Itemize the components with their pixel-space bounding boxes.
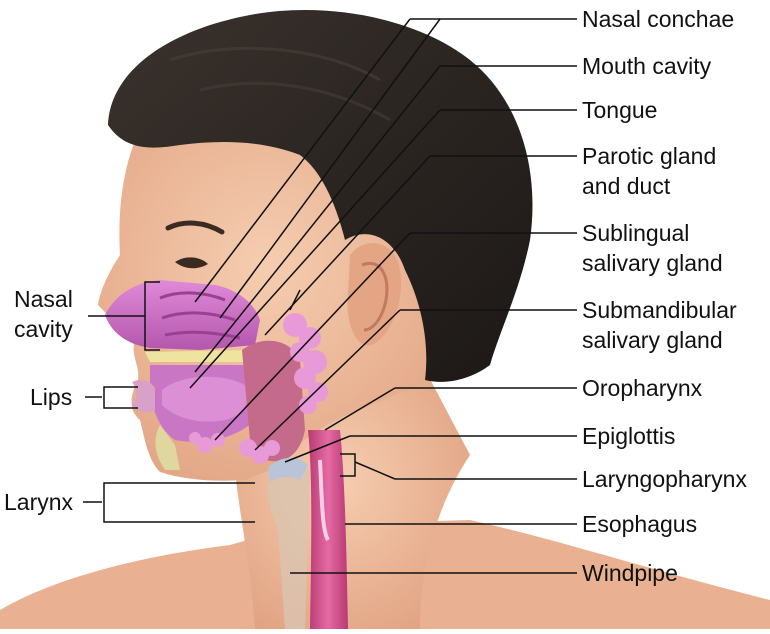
- label-nasal-cavity-line2: cavity: [14, 316, 73, 342]
- label-larynx: Larynx: [4, 489, 74, 515]
- label-oropharynx: Oropharynx: [582, 375, 703, 401]
- label-esophagus: Esophagus: [582, 511, 698, 537]
- ear: [347, 243, 402, 346]
- lips-shape: [132, 380, 155, 413]
- label-laryngopharynx: Laryngopharynx: [582, 466, 747, 492]
- label-submandibular-line1: Submandibular: [582, 297, 737, 323]
- label-sublingual-gland: Sublingual salivary gland: [582, 218, 723, 278]
- windpipe-shape: [267, 464, 310, 629]
- leader-lines: [83, 18, 577, 574]
- label-nasal-cavity: Nasal cavity: [14, 284, 73, 344]
- label-lips: Lips: [30, 384, 73, 410]
- label-parotic-gland-line2: and duct: [582, 173, 671, 199]
- label-tongue: Tongue: [582, 97, 658, 123]
- label-sublingual-line2: salivary gland: [582, 250, 723, 276]
- label-submandibular-gland: Submandibular salivary gland: [582, 295, 737, 355]
- pharynx: [242, 340, 305, 462]
- eyebrow: [165, 220, 225, 235]
- epiglottis-shape: [268, 457, 308, 482]
- label-epiglottis: Epiglottis: [582, 423, 676, 449]
- label-submandibular-line2: salivary gland: [582, 327, 723, 353]
- label-nasal-conchae: Nasal conchae: [582, 6, 735, 32]
- label-parotic-gland-line1: Parotic gland: [582, 143, 717, 169]
- palate: [145, 350, 255, 362]
- label-mouth-cavity: Mouth cavity: [582, 53, 712, 79]
- jaw: [155, 425, 180, 470]
- hair: [108, 10, 533, 382]
- tongue-shape: [162, 376, 248, 422]
- esophagus-tube: [308, 430, 348, 629]
- label-nasal-cavity-line1: Nasal: [14, 286, 73, 312]
- label-parotic-gland: Parotic gland and duct: [582, 141, 716, 201]
- eye: [175, 257, 208, 269]
- label-windpipe: Windpipe: [582, 560, 678, 586]
- label-sublingual-line1: Sublingual: [582, 220, 690, 246]
